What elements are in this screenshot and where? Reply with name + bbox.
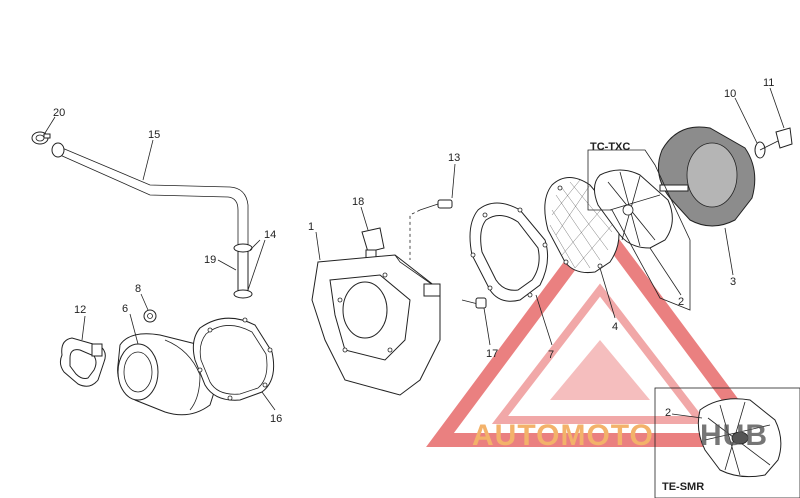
part-frame-7 xyxy=(469,202,549,302)
part-airbox-1 xyxy=(311,254,441,396)
callout-10: 10 xyxy=(724,88,736,100)
part-bolt-17 xyxy=(461,297,487,309)
callout-13: 13 xyxy=(448,152,460,164)
callout-2: 2 xyxy=(678,296,684,308)
callout-17: 17 xyxy=(486,348,498,360)
watermark-text: AUTOMOTO HUB xyxy=(472,419,768,452)
part-foam-filter-3 xyxy=(657,126,756,227)
callout-1: 1 xyxy=(308,221,314,233)
part-clamp-12 xyxy=(59,337,106,387)
part-clamp-20 xyxy=(31,131,51,145)
callout-6: 6 xyxy=(122,303,128,315)
watermark-text-hub: HUB xyxy=(700,419,768,452)
part-gasket-16 xyxy=(192,317,275,401)
callout-11: 11 xyxy=(763,77,774,89)
part-screw-13 xyxy=(409,199,453,260)
callout-19: 19 xyxy=(204,254,216,266)
te-smr-label: TE-SMR xyxy=(662,481,704,493)
part-wing-bolt-11 xyxy=(759,127,793,151)
part-breather-hose-15 xyxy=(51,142,249,245)
callout-16: 16 xyxy=(270,413,282,425)
tc-txc-detail-box: TC-TXC xyxy=(587,141,691,311)
callout-7: 7 xyxy=(548,349,554,361)
callout-20: 20 xyxy=(53,107,65,119)
tc-txc-label: TC-TXC xyxy=(590,141,630,153)
callout-18: 18 xyxy=(352,196,364,208)
callout-14: 14 xyxy=(264,229,276,241)
part-filter-cage-2 xyxy=(594,169,673,249)
part-fastener-8 xyxy=(143,309,157,323)
leader-lines xyxy=(44,87,785,419)
callout-2-te-smr: 2 xyxy=(665,407,671,419)
te-smr-detail-box: TE-SMR xyxy=(654,387,800,498)
part-filter-cage-te-smr xyxy=(697,398,782,478)
callout-4: 4 xyxy=(612,321,618,333)
callout-15: 15 xyxy=(148,129,160,141)
part-hose-connector-19 xyxy=(233,243,253,299)
callout-12: 12 xyxy=(74,304,86,316)
part-clip-18 xyxy=(361,227,385,259)
watermark-text-automoto: AUTOMOTO xyxy=(472,419,654,452)
part-intake-boot-6 xyxy=(117,333,219,416)
callout-3: 3 xyxy=(730,276,736,288)
callout-8: 8 xyxy=(135,283,141,295)
watermark-logo-triangle xyxy=(426,213,774,447)
